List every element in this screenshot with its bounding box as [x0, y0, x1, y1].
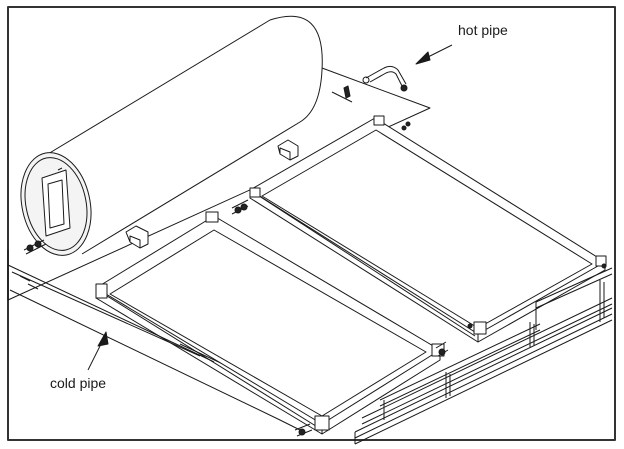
pipe-fittings [19, 85, 607, 437]
hot-pipe-arrow [415, 44, 453, 65]
hot-pipe-label: hot pipe [458, 22, 508, 38]
cold-pipe-arrow [87, 331, 109, 371]
cold-pipe-label: cold pipe [50, 375, 107, 391]
storage-tank [20, 15, 323, 256]
collector-panel-left [95, 211, 449, 435]
frame-border [7, 6, 616, 441]
collector-panel-right [231, 115, 607, 343]
mounting-rails [354, 267, 613, 445]
tank-brackets [125, 139, 299, 249]
hot-pipe-fitting [362, 65, 408, 92]
